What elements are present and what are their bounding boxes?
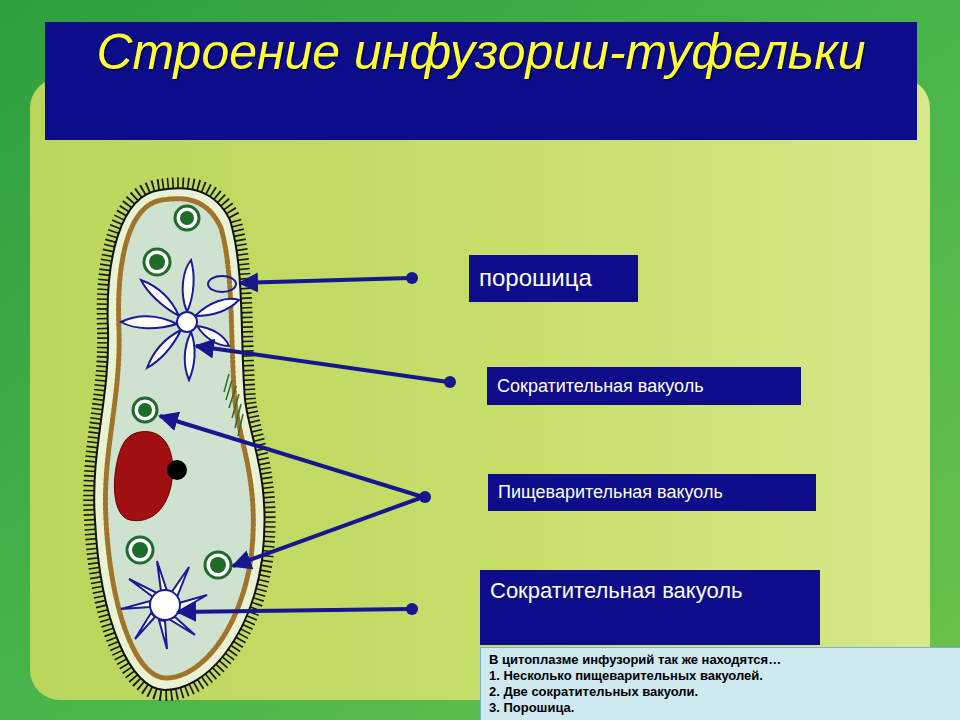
drawing-part [224, 374, 229, 392]
drawing-part [169, 617, 195, 635]
drawing-part [205, 552, 231, 578]
drawing-part [179, 595, 207, 611]
leader-dots [406, 272, 456, 615]
label-box: порошица [469, 255, 638, 302]
contractile-vacuole [121, 260, 239, 380]
drawing-part [419, 491, 431, 503]
note-line: 3. Порошица. [489, 700, 952, 716]
drawing-part [129, 579, 157, 597]
leader-line [233, 497, 423, 566]
leader-line [240, 278, 410, 283]
drawing-part [195, 299, 239, 316]
drawing-part [185, 332, 195, 380]
leader-line [178, 609, 410, 612]
contractile-vacuole [121, 561, 207, 649]
drawing-part [159, 620, 167, 649]
drawing-part [149, 254, 165, 270]
drawing-part [157, 561, 167, 591]
part-label: Сократительная вакуоль [490, 576, 750, 606]
oral-groove [224, 374, 243, 436]
leader-lines [160, 278, 448, 612]
note-line: В цитоплазме инфузорий так же находятся… [489, 652, 952, 668]
label-box: Пищеварительная вакуоль [488, 474, 816, 511]
label-box: Сократительная вакуоль [487, 367, 801, 405]
drawing-part [180, 211, 194, 225]
drawing-part [121, 316, 177, 328]
drawing-part [229, 386, 236, 408]
drawing-part [147, 330, 181, 368]
drawing-part [150, 590, 180, 620]
micronucleus [167, 460, 187, 480]
drawing-part [183, 260, 194, 312]
drawing-part [144, 249, 170, 275]
drawing-part [133, 398, 157, 422]
drawing-part [135, 613, 155, 639]
inner-panel [30, 78, 930, 700]
part-label: порошица [479, 264, 628, 292]
drawing-part [141, 280, 179, 316]
part-label: Пищеварительная вакуоль [498, 481, 806, 503]
macronucleus [114, 432, 172, 521]
drawing-part [406, 603, 418, 615]
drawing-part [127, 537, 153, 563]
drawing-part [132, 542, 148, 558]
label-box: Сократительная вакуоль [480, 570, 820, 645]
drawing-part [210, 557, 226, 573]
part-label: Сократительная вакуоль [497, 375, 791, 397]
drawing-part [444, 376, 456, 388]
note-line: 2. Две сократительных вакуоли. [489, 684, 952, 700]
digestive-vacuoles [127, 206, 231, 578]
drawing-part [238, 414, 243, 436]
note-line: 1. Несколько пищеварительных вакуолей. [489, 668, 952, 684]
drawing-part [177, 312, 197, 332]
drawing-part [121, 601, 150, 609]
note-box: В цитоплазме инфузорий так же находятся…… [480, 647, 960, 720]
leader-line [196, 346, 448, 382]
drawing-part [406, 272, 418, 284]
drawing-part [197, 326, 229, 346]
drawing-part [138, 403, 152, 417]
title-text: Строение инфузории-туфельки [45, 22, 917, 140]
anal-pore [208, 276, 236, 292]
title-bar [45, 22, 917, 140]
drawing-part [175, 206, 199, 230]
leader-line [160, 416, 423, 497]
